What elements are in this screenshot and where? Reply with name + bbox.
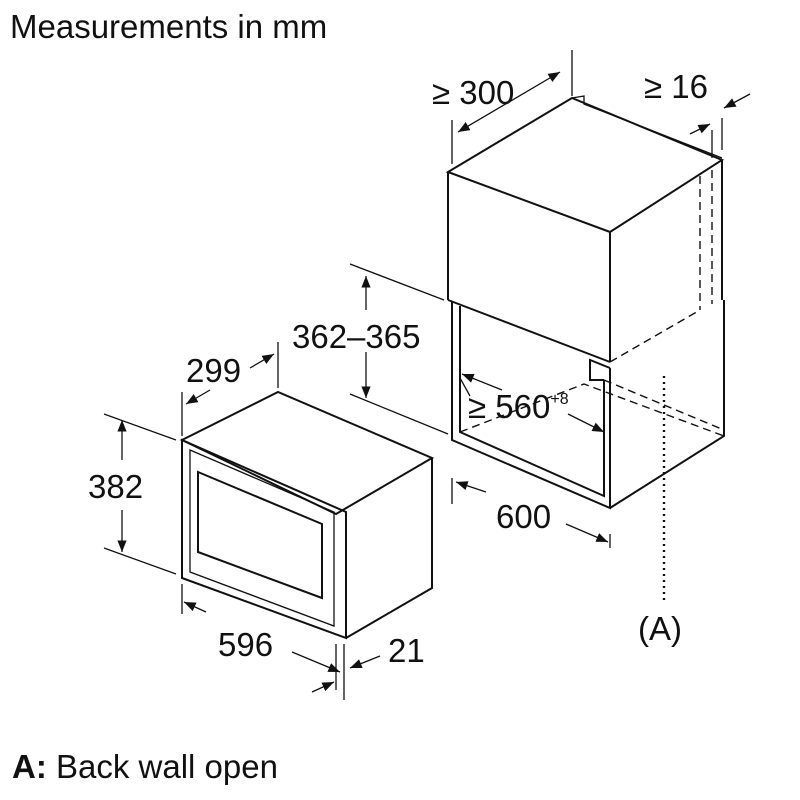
legend-note: A: Back wall open (12, 748, 278, 786)
appliance-side-face (345, 458, 433, 639)
label-panel-thickness: 21 (388, 632, 425, 669)
niche-side-right (609, 300, 725, 509)
label-appliance-height: 382 (88, 468, 143, 505)
label-back-gap: ≥ 16 (644, 68, 708, 105)
appliance-front-inner (189, 449, 335, 627)
label-appliance-width: 596 (218, 626, 273, 663)
wall-cabinet (445, 95, 725, 510)
page-title: Measurements in mm (10, 8, 328, 45)
legend-text: Back wall open (46, 748, 278, 785)
niche-front-frame (451, 302, 611, 510)
label-cabinet-depth: ≥ 300 (432, 74, 514, 111)
label-niche-width: ≥ 560+8 (468, 388, 569, 425)
niche-shelf-step (589, 358, 611, 381)
niche-hidden-floor (459, 383, 725, 437)
microwave-appliance (179, 390, 435, 640)
cabinet-front-bottom-edge (447, 299, 611, 363)
niche-hidden-back (603, 379, 725, 431)
label-niche-width-tolerance: +8 (550, 391, 568, 408)
niche-inner-frame (459, 306, 605, 498)
dimension-lines (103, 50, 751, 700)
hidden-shelf-edge (609, 309, 701, 363)
label-back-wall-marker: (A) (638, 610, 682, 647)
label-niche-width-value: ≥ 560 (468, 388, 550, 425)
cabinet-top-face (445, 96, 725, 234)
legend-key: A: (12, 748, 47, 785)
label-cabinet-width: 600 (496, 498, 551, 535)
label-niche-height: 362–365 (292, 318, 420, 355)
label-appliance-depth: 299 (186, 352, 241, 389)
appliance-front-panel (181, 438, 347, 640)
cabinet-back-strip (571, 95, 723, 159)
appliance-window (197, 470, 323, 600)
